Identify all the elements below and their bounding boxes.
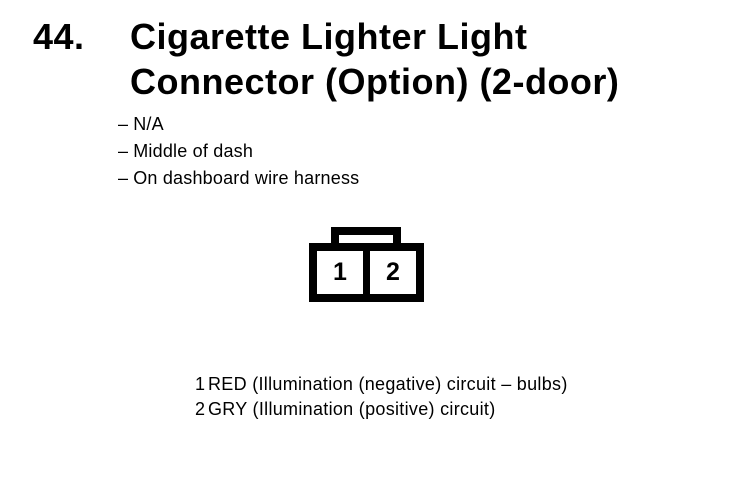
connector-cell-divider [363,251,370,294]
connector-pin-label-2: 2 [386,258,400,286]
connector-body: 1 2 [309,243,424,302]
pinout-row: 1 RED (Illumination (negative) circuit –… [195,372,568,397]
pin-description: GRY (Illumination (positive) circuit) [208,399,496,419]
entry-title: Cigarette Lighter Light Connector (Optio… [130,14,619,104]
detail-item: – N/A [118,111,359,138]
entry-title-line-1: Cigarette Lighter Light [130,16,528,57]
detail-item: – Middle of dash [118,138,359,165]
pin-description: RED (Illumination (negative) circuit – b… [208,374,568,394]
pin-number: 2 [195,399,206,419]
entry-title-line-2: Connector (Option) (2-door) [130,61,620,102]
dash-bullet: – [118,114,129,134]
detail-text: N/A [133,114,164,134]
pinout-list: 1 RED (Illumination (negative) circuit –… [195,372,568,422]
dash-bullet: – [118,168,129,188]
detail-item: – On dashboard wire harness [118,165,359,192]
detail-list: – N/A – Middle of dash – On dashboard wi… [118,111,359,192]
detail-text: On dashboard wire harness [133,168,360,188]
connector-diagram: 1 2 [309,227,424,302]
entry-number: 44. [33,16,85,57]
detail-text: Middle of dash [133,141,254,161]
pinout-row: 2 GRY (Illumination (positive) circuit) [195,397,568,422]
connector-pin-label-1: 1 [333,258,347,286]
connector-pin-cell-1: 1 [317,251,363,294]
pin-number: 1 [195,374,206,394]
connector-pin-cell-2: 2 [370,251,416,294]
dash-bullet: – [118,141,129,161]
